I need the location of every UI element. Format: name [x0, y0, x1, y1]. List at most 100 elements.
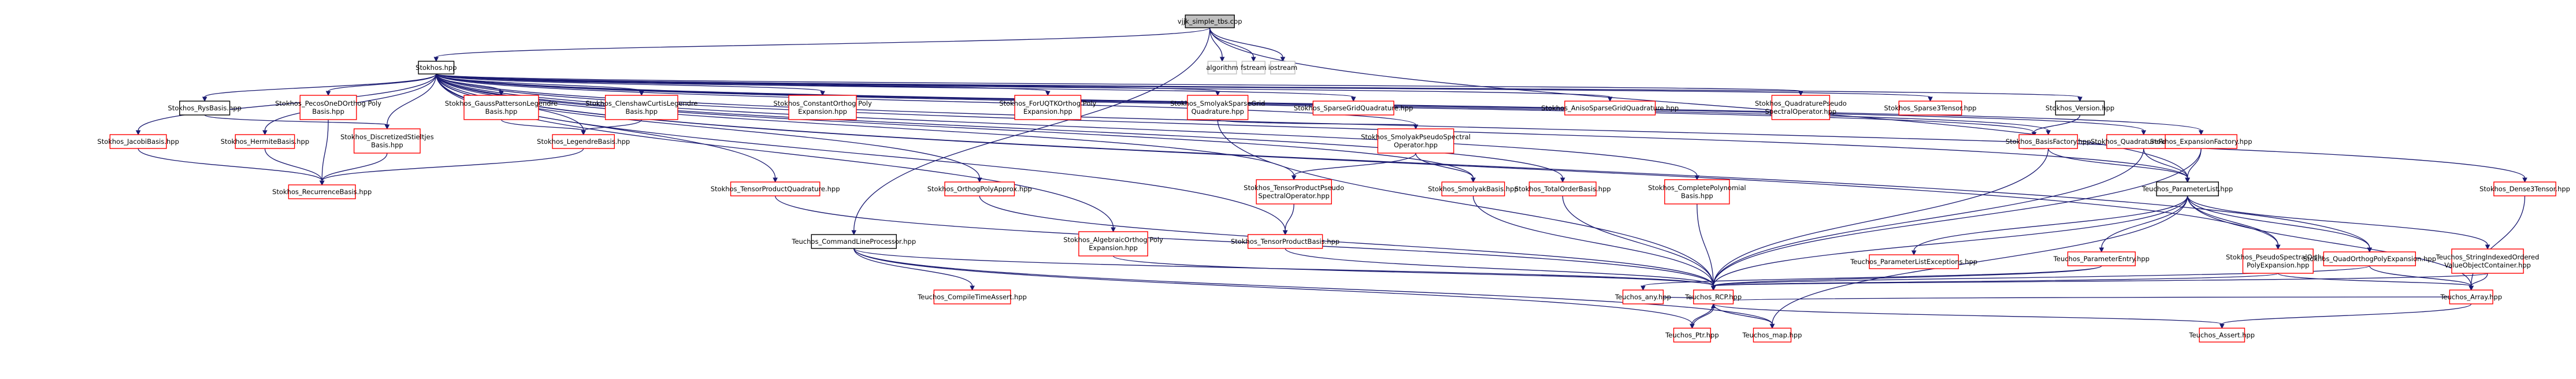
edge-hermite-to-recurrence — [264, 148, 322, 181]
arrowhead — [319, 180, 325, 186]
file-node-cmdline[interactable]: Teuchos_CommandLineProcessor.hpp — [791, 234, 916, 249]
file-node-forujqtk[interactable]: Stokhos_ForUQTKOrthog PolyExpansion.hpp — [999, 95, 1097, 120]
node-box — [1207, 61, 1237, 75]
arrowhead — [851, 230, 857, 236]
edge-cmdline-to-compiletime — [853, 248, 973, 287]
file-node-sparse3tensor[interactable]: Stokhos_Sparse3Tensor.hpp — [1884, 101, 1976, 116]
edge-root-to-cmdline — [853, 27, 1211, 231]
edge-legendre-to-recurrence — [321, 148, 584, 181]
node-label: Basis.hpp — [312, 107, 344, 116]
file-node-pseudospectral[interactable]: Stokhos_PseudoSpectralOrthogPolyExpansio… — [2226, 248, 2330, 274]
edge-paramlist-to-pseudospectral — [2187, 195, 2278, 246]
edge-orthogpolyapprox-to-rcp — [979, 195, 1714, 287]
file-node-legendre[interactable]: Stokhos_LegendreBasis.hpp — [537, 134, 630, 149]
node-label: Teuchos_ParameterListExceptions.hpp — [1850, 258, 1977, 266]
file-node-hermite[interactable]: Stokhos_HermiteBasis.hpp — [221, 134, 309, 149]
file-node-smolyakpseudo[interactable]: Stokhos_SmolyakPseudoSpectralOperator.hp… — [1361, 128, 1471, 154]
node-box — [1564, 101, 1656, 116]
node-box — [1312, 101, 1394, 116]
arrowhead — [1471, 177, 1476, 183]
file-node-paramlist[interactable]: Teuchos_ParameterList.hpp — [2141, 181, 2233, 196]
file-node-rcp[interactable]: Teuchos_RCP.hpp — [1684, 289, 1742, 304]
edge-paramentry-to-rcp — [1713, 265, 2102, 287]
node-box — [552, 134, 615, 149]
file-node-array[interactable]: Teuchos_Array.hpp — [2440, 289, 2502, 304]
node-label: Stokhos_HermiteBasis.hpp — [221, 138, 309, 146]
file-node-constantorthog[interactable]: Stokhos_ConstantOrthog PolyExpansion.hpp — [773, 95, 872, 120]
node-label: Teuchos_Array.hpp — [2440, 293, 2502, 301]
file-node-assert[interactable]: Teuchos_Assert.hpp — [2189, 328, 2255, 343]
file-node-anisosparse[interactable]: Stokhos_AnisoSparseGridQuadrature.hpp — [1541, 101, 1679, 116]
node-label: Stokhos_SmolyakPseudoSpectral — [1361, 133, 1471, 141]
node-label: Stokhos_JacobiBasis.hpp — [97, 138, 179, 146]
edge-stokhos-to-pseudospectral — [436, 73, 2278, 246]
node-label: ValueObjectContainer.hpp — [2444, 261, 2531, 269]
file-node-sparsegridquad[interactable]: Stokhos_SparseGridQuadrature.hpp — [1294, 101, 1413, 116]
node-box — [1771, 95, 1831, 120]
node-box — [1377, 128, 1454, 154]
arrowhead — [1560, 177, 1565, 183]
edge-array-to-rcp — [1713, 296, 2471, 302]
node-label: Stokhos_Sparse3Tensor.hpp — [1884, 104, 1976, 112]
node-label: Teuchos_map.hpp — [1742, 331, 1802, 339]
file-node-compiletime[interactable]: Teuchos_CompileTimeAssert.hpp — [917, 289, 1027, 304]
node-label: Stokhos.hpp — [415, 64, 456, 72]
file-node-root: vjjk_simple_tbs.cpp — [1178, 14, 1242, 28]
edge-pseudospectral-to-array — [2277, 273, 2472, 287]
file-node-any[interactable]: Teuchos_any.hpp — [1614, 289, 1671, 304]
file-node-totalorder[interactable]: Stokhos_TotalOrderBasis.hpp — [1515, 181, 1611, 196]
file-node-paramlistexc[interactable]: Teuchos_ParameterListExceptions.hpp — [1850, 254, 1977, 269]
file-node-quadpseudo[interactable]: Stokhos_QuadraturePseudoSpectralOperator… — [1755, 95, 1847, 120]
edge-paramentry-to-any — [1642, 265, 2102, 287]
node-label: Stokhos_PseudoSpectralOrthog — [2226, 253, 2330, 261]
file-node-expfactory[interactable]: Stokhos_ExpansionFactory.hpp — [2150, 134, 2252, 149]
edge-stokhos-to-sparsegridquad — [436, 73, 1354, 98]
file-node-jacobi[interactable]: Stokhos_JacobiBasis.hpp — [97, 134, 179, 149]
edge-paramlist-to-stringindexed — [2187, 195, 2488, 246]
edge-gausspatterson-to-legendre — [500, 119, 584, 131]
file-node-paramentry[interactable]: Teuchos_ParameterEntry.hpp — [2053, 251, 2150, 266]
file-node-quadorthog[interactable]: Stokhos_QuadOrthogPolyExpansion.hpp — [2303, 251, 2437, 266]
node-box — [299, 95, 357, 120]
file-node-tensorprodquad[interactable]: Stokhos_TensorProductQuadrature.hpp — [711, 181, 840, 196]
arrowhead — [262, 130, 268, 136]
arrowhead — [1219, 57, 1225, 62]
file-node-recurrence[interactable]: Stokhos_RecurrenceBasis.hpp — [272, 184, 372, 199]
edge-root-to-fstream — [1209, 27, 1254, 58]
file-node-smolyakbasis[interactable]: Stokhos_SmolyakBasis.hpp — [1428, 181, 1519, 196]
file-node-tensorprodbasis[interactable]: Stokhos_TensorProductBasis.hpp — [1231, 234, 1339, 249]
node-label: Basis.hpp — [1681, 192, 1713, 200]
node-label: Expansion.hpp — [1089, 244, 1138, 252]
arrowhead — [325, 91, 331, 96]
edge-stokhos-to-sparse3tensor — [436, 73, 1931, 98]
file-node-densetensor[interactable]: Stokhos_Dense3Tensor.hpp — [2480, 181, 2570, 196]
node-box — [179, 101, 231, 116]
file-node-map[interactable]: Teuchos_map.hpp — [1742, 328, 1802, 343]
edge-cmdline-to-ptr — [853, 248, 1693, 325]
file-node-ptr[interactable]: Teuchos_Ptr.hpp — [1665, 328, 1719, 343]
node-box — [1185, 14, 1235, 28]
file-node-version[interactable]: Stokhos_Version.hpp — [2046, 101, 2114, 116]
file-node-algebraic[interactable]: Stokhos_AlgebraicOrthog PolyExpansion.hp… — [1063, 231, 1163, 257]
file-node-stringindexed[interactable]: Teuchos_StringIndexedOrderedValueObjectC… — [2436, 248, 2540, 274]
file-node-tensorprodpseudo[interactable]: Stokhos_TensorProductPseudoSpectralOpera… — [1244, 179, 1344, 205]
file-node-basisfactory[interactable]: Stokhos_BasisFactory.hpp — [2006, 134, 2091, 149]
file-node-rysbasis[interactable]: Stokhos_RysBasis.hpp — [168, 101, 242, 116]
arrowhead — [2522, 177, 2527, 183]
node-label: Expansion.hpp — [798, 107, 847, 116]
edge-basisfactory-to-paramlist — [2048, 148, 2188, 179]
node-label: Stokhos_TensorProductBasis.hpp — [1231, 237, 1339, 246]
node-label: Stokhos_GaussPattersonLegendre — [445, 99, 558, 107]
edge-paramlist-to-quadorthog — [2187, 195, 2370, 248]
file-node-stokhos[interactable]: Stokhos.hpp — [415, 61, 457, 75]
edge-stokhos-to-pecos — [328, 73, 437, 92]
edge-rcp-to-assert — [1713, 303, 2222, 325]
node-label: Stokhos_SparseGridQuadrature.hpp — [1294, 104, 1413, 112]
file-node-orthogpolyapprox[interactable]: Stokhos_OrthogPolyApprox.hpp — [927, 181, 1032, 196]
